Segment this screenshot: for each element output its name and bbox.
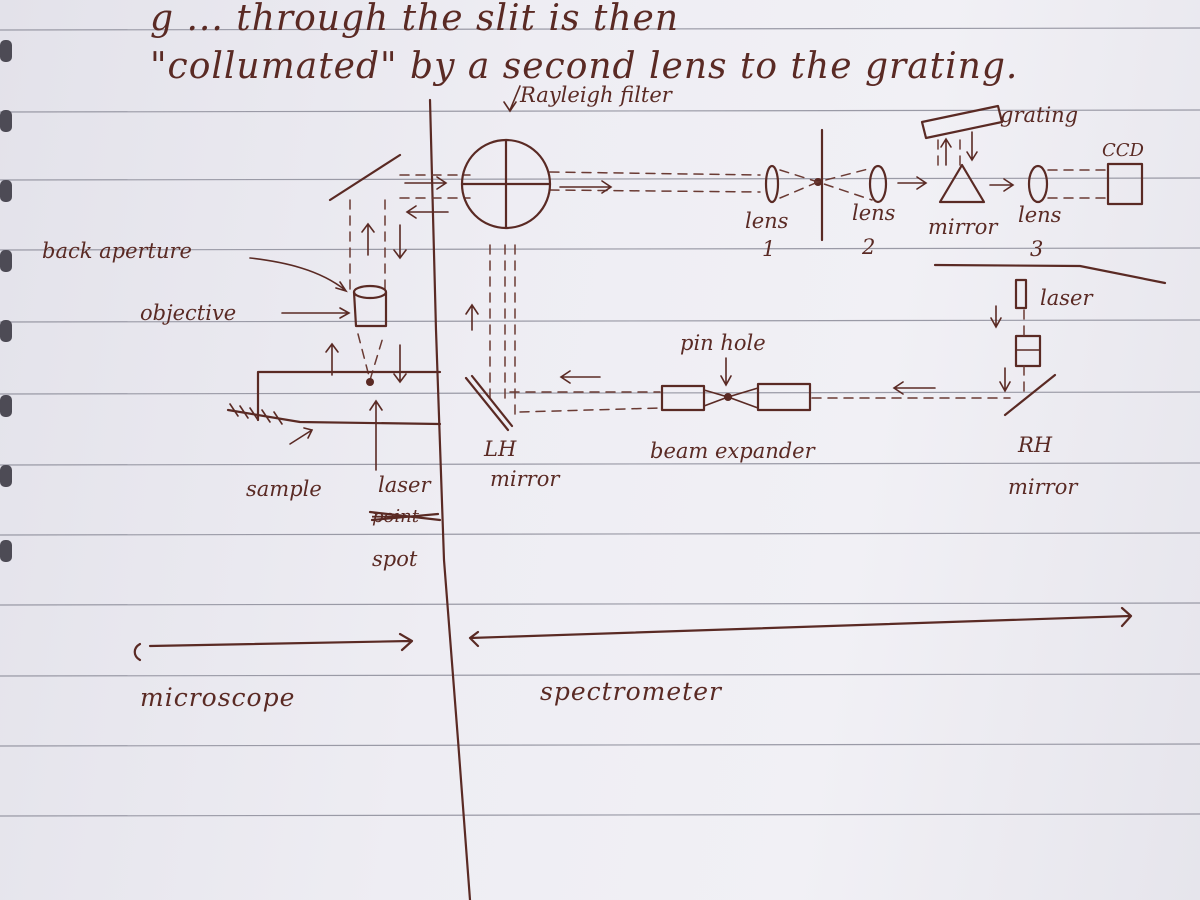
down-arrow-2 [393,344,407,384]
laser-spot [366,378,374,386]
lower-beam-lines [509,391,1011,413]
right-arrow-3 [897,176,928,190]
beam-expander-group [509,357,1011,413]
left-arrow-2 [559,370,601,384]
rayleigh-filter-label: Rayleigh filter [519,83,674,107]
laser-filter-box [1014,334,1042,368]
lens-2-number: 2 [861,235,875,259]
objective-pointer [281,307,351,319]
section-divider [428,98,472,900]
lens-2-label: lens [852,201,896,225]
spectrometer-span [468,606,1133,648]
microscope-mirror [328,153,402,202]
left-arrow-1 [405,205,449,219]
objective-lens [352,284,388,328]
up-arrow-2 [325,342,339,376]
lens-1 [764,164,780,204]
slit-cone [779,167,873,201]
rayleigh-filter [460,85,552,230]
header-line-1: g ... through the slit is then [150,0,679,39]
lh-mirror [464,374,514,432]
rh-label-2: mirror [1008,475,1079,499]
beam-expander-label: beam expander [650,439,817,463]
microscope-span [133,632,414,662]
right-arrow-1 [404,176,448,190]
rh-mirror [1003,373,1057,417]
expander-lens-right [756,382,812,412]
sample-label: sample [246,477,322,501]
laser-box [1014,278,1028,310]
lens-1-number: 1 [762,237,775,261]
sample-pointer [289,427,314,445]
main-beam-lines [399,171,761,199]
grating-label: grating [1000,103,1078,127]
header-line-2: "collumated" by a second lens to the gra… [150,46,1018,87]
microscope-group [226,153,442,471]
right-arrow-2 [559,180,613,194]
laser-label: laser [1040,286,1094,310]
pinhole-pointer [720,357,732,387]
laser-spot-label-2: spot [372,547,418,571]
up-arrow [361,222,375,256]
underline [933,263,1167,285]
lens-3-label: lens [1018,203,1062,227]
rh-label-1: RH [1017,433,1053,457]
grating [920,104,1004,140]
down-arrow [393,224,407,260]
laser-down-arrow [990,305,1002,329]
mirror-label: mirror [928,215,999,239]
laser-spot-label-1: laser [378,473,432,497]
sample-hatching [229,403,283,425]
laser-down-arrow-2 [999,367,1011,393]
lens-3-number: 3 [1030,237,1043,261]
ccd-detector [1106,162,1144,206]
sample-stage [226,408,442,426]
grating-beam [937,139,961,171]
right-arrow-4 [989,178,1015,192]
up-arrow-3 [465,303,479,331]
laser-spot-struck: point [372,506,420,527]
microscope-label: microscope [140,683,295,712]
lens-3 [1027,164,1049,204]
lh-mirror-group [464,244,516,432]
lh-label-1: LH [483,437,517,461]
ccd-label: CCD [1102,140,1145,161]
laser-source-group [990,278,1057,417]
binder-holes [0,40,12,562]
grating-up-arrow [940,137,952,166]
ruled-lines [0,27,1200,817]
back-aperture-pointer [249,257,348,293]
spectrometer-optics [764,104,1167,285]
objective-label: objective [140,301,236,325]
triangle-mirror [938,163,986,204]
spectrometer-label: spectrometer [540,677,723,706]
lens-1-label: lens [745,209,789,233]
laser-spot-pointer [369,399,383,471]
ccd-beam [1047,169,1109,199]
lens-2 [868,164,888,204]
strike-out-scribble [368,510,442,522]
back-aperture-label: back aperture [42,239,192,263]
vertical-beam-lines [489,244,516,421]
expander-lens-left [660,384,706,412]
left-arrow-3 [892,381,936,395]
grating-down-arrow [966,131,978,162]
pinhole-label: pin hole [680,331,766,355]
lh-label-2: mirror [490,467,561,491]
sample-bracket [256,370,442,422]
